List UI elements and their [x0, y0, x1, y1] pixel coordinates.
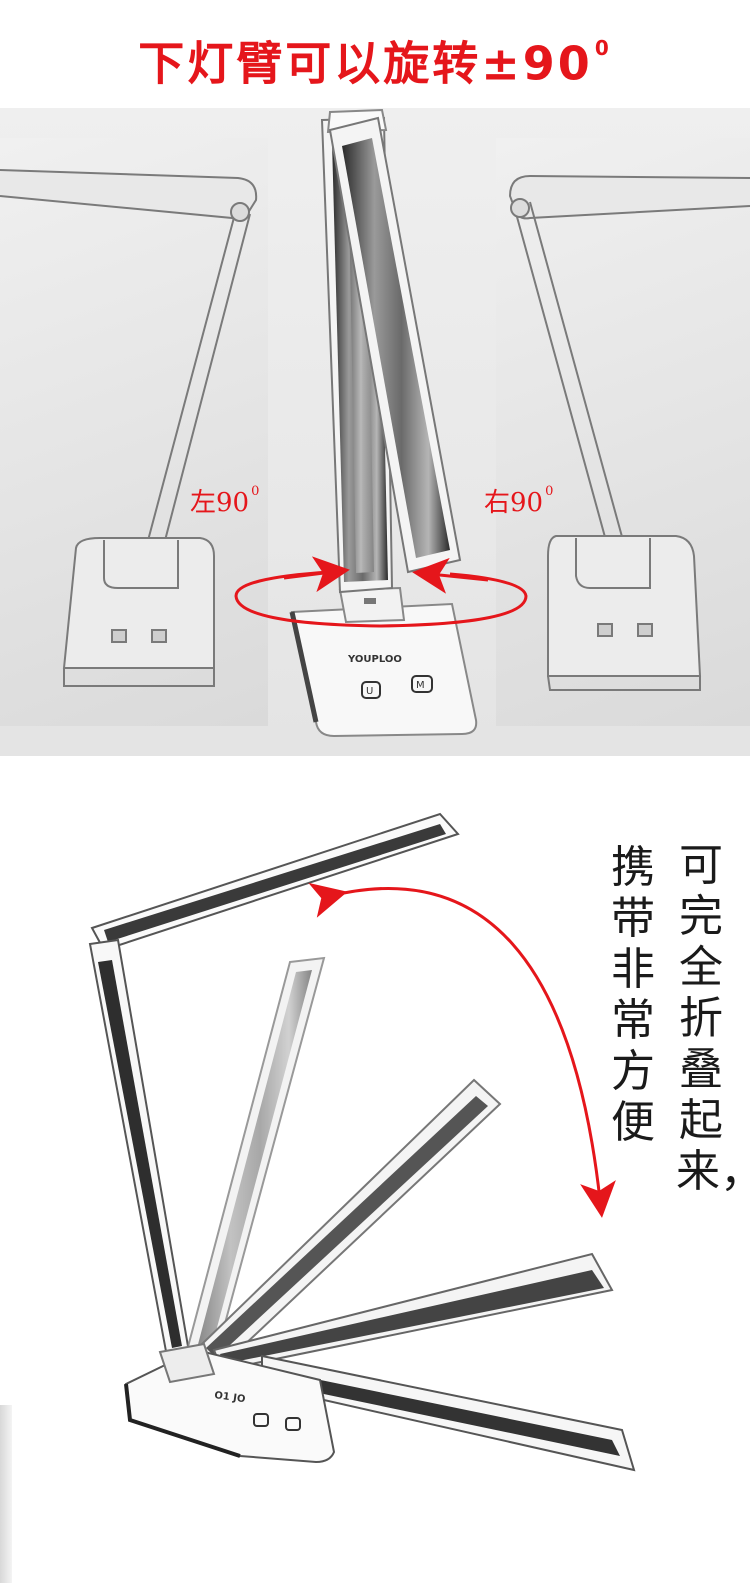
lamp-brand-label: YOUPLOO: [347, 654, 402, 665]
title-degree-mark: 0: [594, 36, 612, 60]
right-rotation-text: 右90: [484, 488, 544, 518]
left-edge-strip: [0, 1405, 12, 1583]
right-degree-mark: 0: [545, 484, 554, 500]
left-rotation-text: 左90: [190, 488, 250, 518]
fold-caption-line-1: 可完全折叠起来，: [676, 840, 750, 1197]
left-degree-mark: 0: [251, 484, 260, 500]
right-lamp-sketch: [508, 174, 750, 691]
fold-arrow: [308, 882, 616, 1218]
folded-brand-label: O1 JO: [214, 1390, 246, 1405]
rotation-arrow: [234, 556, 528, 628]
left-lamp-sketch: [0, 169, 258, 687]
lamp-button-right-label: M: [416, 680, 425, 691]
lamp-button-left-label: U: [366, 686, 373, 697]
title-text: 下灯臂可以旋转±90: [138, 36, 593, 91]
center-lamp: YOUPLOO U M: [289, 108, 478, 738]
folding-lamp-sequence: O1 JO: [88, 812, 636, 1472]
fold-caption-line-2: 携带非常方便: [611, 842, 655, 1148]
